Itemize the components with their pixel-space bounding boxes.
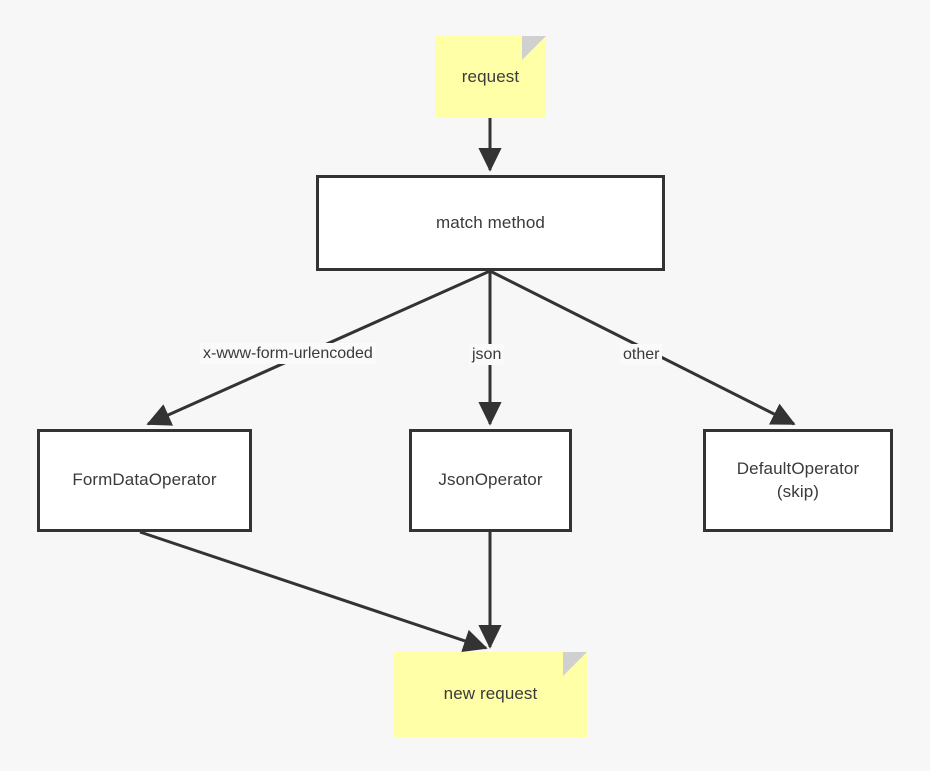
node-json-operator-label: JsonOperator [438,470,543,490]
node-form-data-operator[interactable]: FormDataOperator [37,429,252,532]
node-new-request-label: new request [443,684,538,704]
edge-label-other: other [620,344,663,366]
edge-formdata-to-new-request [139,530,488,653]
node-json-operator[interactable]: JsonOperator [409,429,572,532]
node-match-method-label: match method [436,212,545,232]
note-fold-icon [522,36,546,60]
node-match-method[interactable]: match method [316,175,665,271]
note-fold-icon [563,652,587,676]
node-request[interactable]: request [435,36,546,118]
node-default-operator[interactable]: DefaultOperator (skip) [703,429,893,532]
node-default-operator-label: DefaultOperator (skip) [736,458,860,501]
edge-label-json: json [469,344,505,366]
node-new-request[interactable]: new request [394,652,587,737]
node-form-data-operator-label: FormDataOperator [72,470,217,490]
node-request-label: request [461,66,520,86]
edge-label-urlencoded: x-www-form-urlencoded [200,343,376,365]
